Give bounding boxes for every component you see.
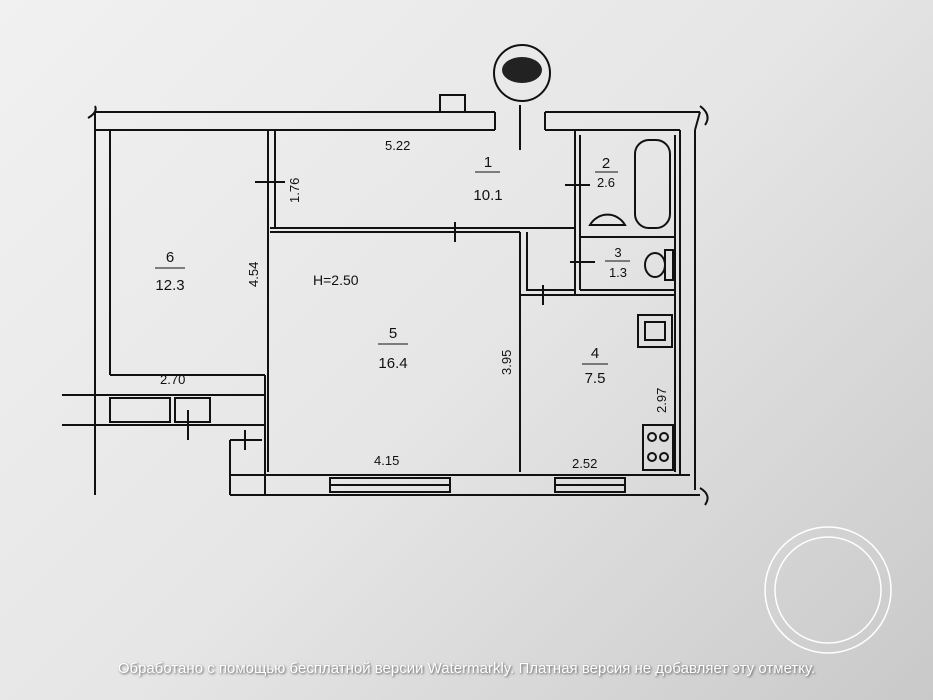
room-5-area: 16.4 (378, 355, 407, 372)
room-2-number: 2 (602, 155, 610, 172)
ceiling-height: H=2.50 (313, 272, 359, 288)
room-3-area: 1.3 (609, 265, 627, 280)
watermark-logo (764, 526, 892, 654)
dimension-room5-depth: 3.95 (499, 350, 514, 375)
watermark-notice: Обработано с помощью бесплатной версии W… (117, 660, 816, 677)
room-1-area: 10.1 (473, 187, 502, 204)
room-4-area: 7.5 (585, 370, 606, 387)
north-marker-icon (493, 44, 551, 102)
dimension-room6-width: 2.70 (160, 372, 185, 387)
walls (62, 94, 709, 506)
dimension-room1-depth: 1.76 (287, 178, 302, 203)
dimension-room5-width: 4.15 (374, 453, 399, 468)
redacted-mark (502, 57, 542, 83)
room-6-area: 12.3 (155, 277, 184, 294)
room-3-number: 3 (614, 245, 621, 260)
dimension-room4-depth: 2.97 (654, 388, 669, 413)
room-6-number: 6 (166, 249, 174, 266)
room-1-number: 1 (484, 154, 492, 171)
room-2-area: 2.6 (597, 175, 615, 190)
dimension-room6-length: 4.54 (246, 262, 261, 287)
room-4-number: 4 (591, 345, 599, 362)
room-5-number: 5 (389, 325, 397, 342)
dimension-room1-width: 5.22 (385, 138, 410, 153)
dimension-room4-width: 2.52 (572, 456, 597, 471)
